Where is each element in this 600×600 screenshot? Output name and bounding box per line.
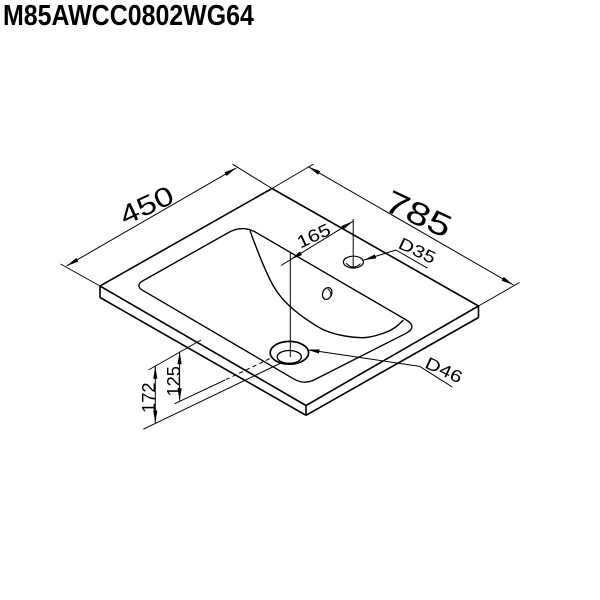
svg-text:785: 785 [379, 183, 457, 245]
svg-text:125: 125 [163, 366, 184, 397]
svg-text:D46: D46 [422, 354, 465, 387]
svg-text:172: 172 [138, 382, 159, 413]
svg-text:450: 450 [115, 180, 179, 231]
